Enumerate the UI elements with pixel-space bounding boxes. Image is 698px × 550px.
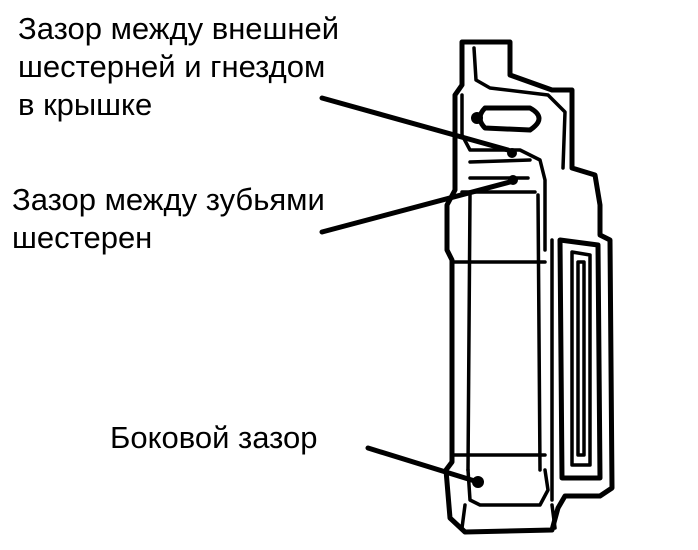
leader-gear-teeth-clearance — [319, 179, 513, 235]
side-clearance-label: Боковой зазор — [110, 419, 317, 457]
side-chamber-inner — [570, 250, 592, 467]
gear-teeth-clearance-line-2: шестерен — [12, 220, 153, 255]
rotor-bore-left — [466, 193, 472, 472]
rotor-bore-right — [536, 193, 542, 472]
housing-outline — [443, 39, 615, 535]
outer-gear-clearance-label: Зазор между внешней шестерней и гнездом … — [18, 10, 339, 124]
side-clearance-line-1: Боковой зазор — [110, 420, 318, 455]
side-chamber-outer — [557, 237, 603, 481]
oil-passage-plug — [471, 112, 483, 124]
leader-side-clearance — [365, 445, 481, 485]
bottom-pocket — [466, 468, 550, 507]
bottom-foot — [460, 503, 557, 530]
outer-gear-clearance-line-1: Зазор между внешней — [18, 11, 340, 46]
outer-gear-clearance-line-2: шестерней и гнездом — [18, 49, 326, 84]
gear-teeth-clearance-label: Зазор между зубьями шестерен — [12, 181, 325, 257]
leader-outer-gear-clearance — [319, 95, 511, 153]
housing-top-step — [472, 46, 567, 170]
oil-passage-slot — [477, 105, 542, 133]
gear-teeth-clearance-line-1: Зазор между зубьями — [12, 182, 325, 217]
outer-gear-clearance-line-3: в крышке — [18, 87, 153, 122]
side-chamber-slot — [576, 260, 586, 457]
